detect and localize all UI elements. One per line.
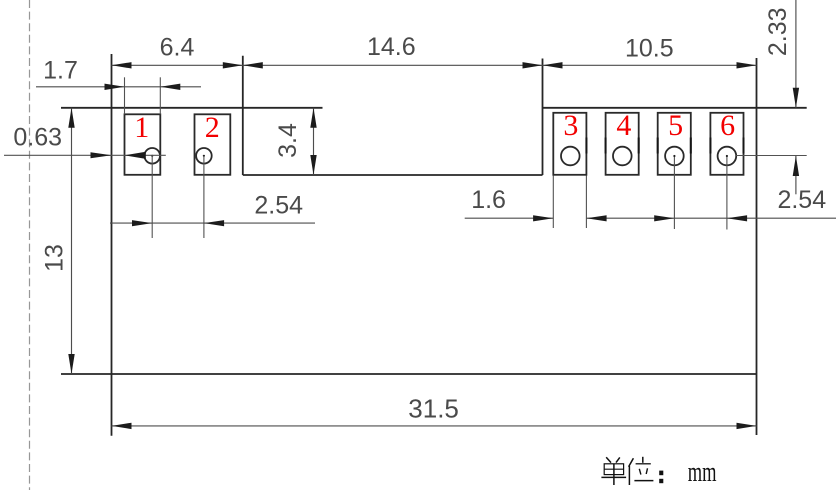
svg-text:2.54: 2.54 — [777, 186, 826, 214]
svg-text:6: 6 — [720, 109, 735, 142]
svg-text:2: 2 — [205, 111, 220, 144]
svg-text:14.6: 14.6 — [367, 33, 416, 61]
svg-text:4: 4 — [616, 109, 631, 142]
svg-text:2.54: 2.54 — [254, 192, 303, 220]
svg-text:0.63: 0.63 — [13, 124, 62, 152]
svg-text:31.5: 31.5 — [408, 393, 459, 423]
svg-text:13: 13 — [41, 244, 69, 272]
svg-text:1: 1 — [134, 111, 149, 144]
svg-text:6.4: 6.4 — [160, 34, 195, 62]
svg-text:mm: mm — [688, 458, 717, 489]
svg-text:1.7: 1.7 — [43, 57, 78, 85]
svg-text:10.5: 10.5 — [625, 35, 674, 63]
svg-text:2.33: 2.33 — [764, 7, 792, 56]
svg-text:3.4: 3.4 — [274, 123, 302, 158]
svg-text:1.6: 1.6 — [471, 186, 506, 214]
svg-text:3: 3 — [563, 109, 578, 142]
svg-text:5: 5 — [668, 109, 683, 142]
